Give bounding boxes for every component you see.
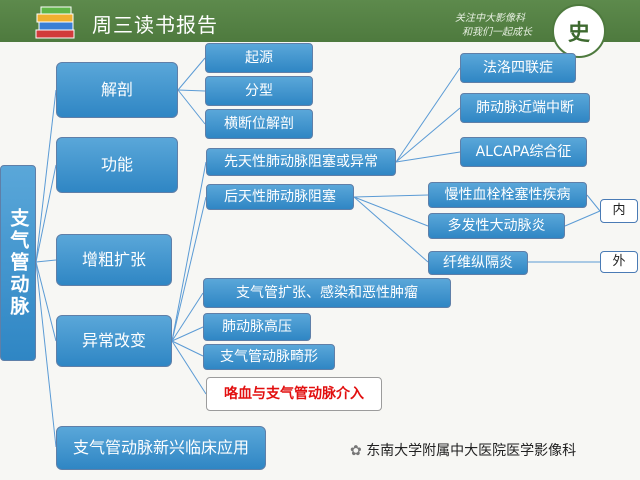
node-tetralogy-of-fallot: 法洛四联症 — [460, 53, 576, 83]
header-slogan-line2: 和我们一起成长 — [462, 27, 532, 38]
logo-text: 史 — [567, 21, 590, 46]
node-proximal-pa-interruption: 肺动脉近端中断 — [460, 93, 590, 123]
tag-internal: 内 — [600, 199, 638, 223]
node-classification: 分型 — [205, 76, 313, 106]
node-congenital-obstruction: 先天性肺动脉阻塞或异常 — [206, 148, 396, 176]
node-axial-anatomy: 横断位解剖 — [205, 109, 313, 139]
header-slogan-line1: 关注中大影像科 — [455, 13, 525, 24]
department-logo: 史 — [552, 4, 606, 58]
wechat-icon: ✿ — [350, 443, 362, 459]
node-chronic-thromboembolic-disease: 慢性血栓栓塞性疾病 — [428, 182, 587, 208]
node-alcapa-syndrome: ALCAPA综合征 — [460, 137, 587, 167]
node-new-clinical-applications: 支气管动脉新兴临床应用 — [56, 426, 266, 470]
books-icon — [34, 4, 78, 40]
watermark: ✿ 东南大学附属中大医院医学影像科 — [350, 440, 576, 460]
watermark-text: 东南大学附属中大医院医学影像科 — [366, 443, 577, 459]
node-hemoptysis-intervention: 咯血与支气管动脉介入 — [206, 377, 382, 411]
node-origin: 起源 — [205, 43, 313, 73]
header-banner: 周三读书报告 关注中大影像科 和我们一起成长 史 — [0, 0, 640, 58]
node-function: 功能 — [56, 137, 178, 193]
header-title: 周三读书报告 — [92, 13, 218, 37]
node-dilation: 增粗扩张 — [56, 234, 172, 286]
node-anatomy: 解剖 — [56, 62, 178, 118]
node-acquired-obstruction: 后天性肺动脉阻塞 — [206, 184, 354, 210]
root-node: 支气管动脉 — [0, 165, 36, 361]
node-fibrosing-mediastinitis: 纤维纵隔炎 — [428, 251, 528, 275]
tag-external: 外 — [600, 251, 638, 273]
node-takayasu-arteritis: 多发性大动脉炎 — [428, 213, 565, 239]
node-bronchial-artery-malformation: 支气管动脉畸形 — [203, 344, 335, 370]
node-pulmonary-hypertension: 肺动脉高压 — [203, 313, 311, 341]
node-bronchiectasis-infection-malignancy: 支气管扩张、感染和恶性肿瘤 — [203, 278, 451, 308]
node-abnormal-change: 异常改变 — [56, 315, 172, 367]
